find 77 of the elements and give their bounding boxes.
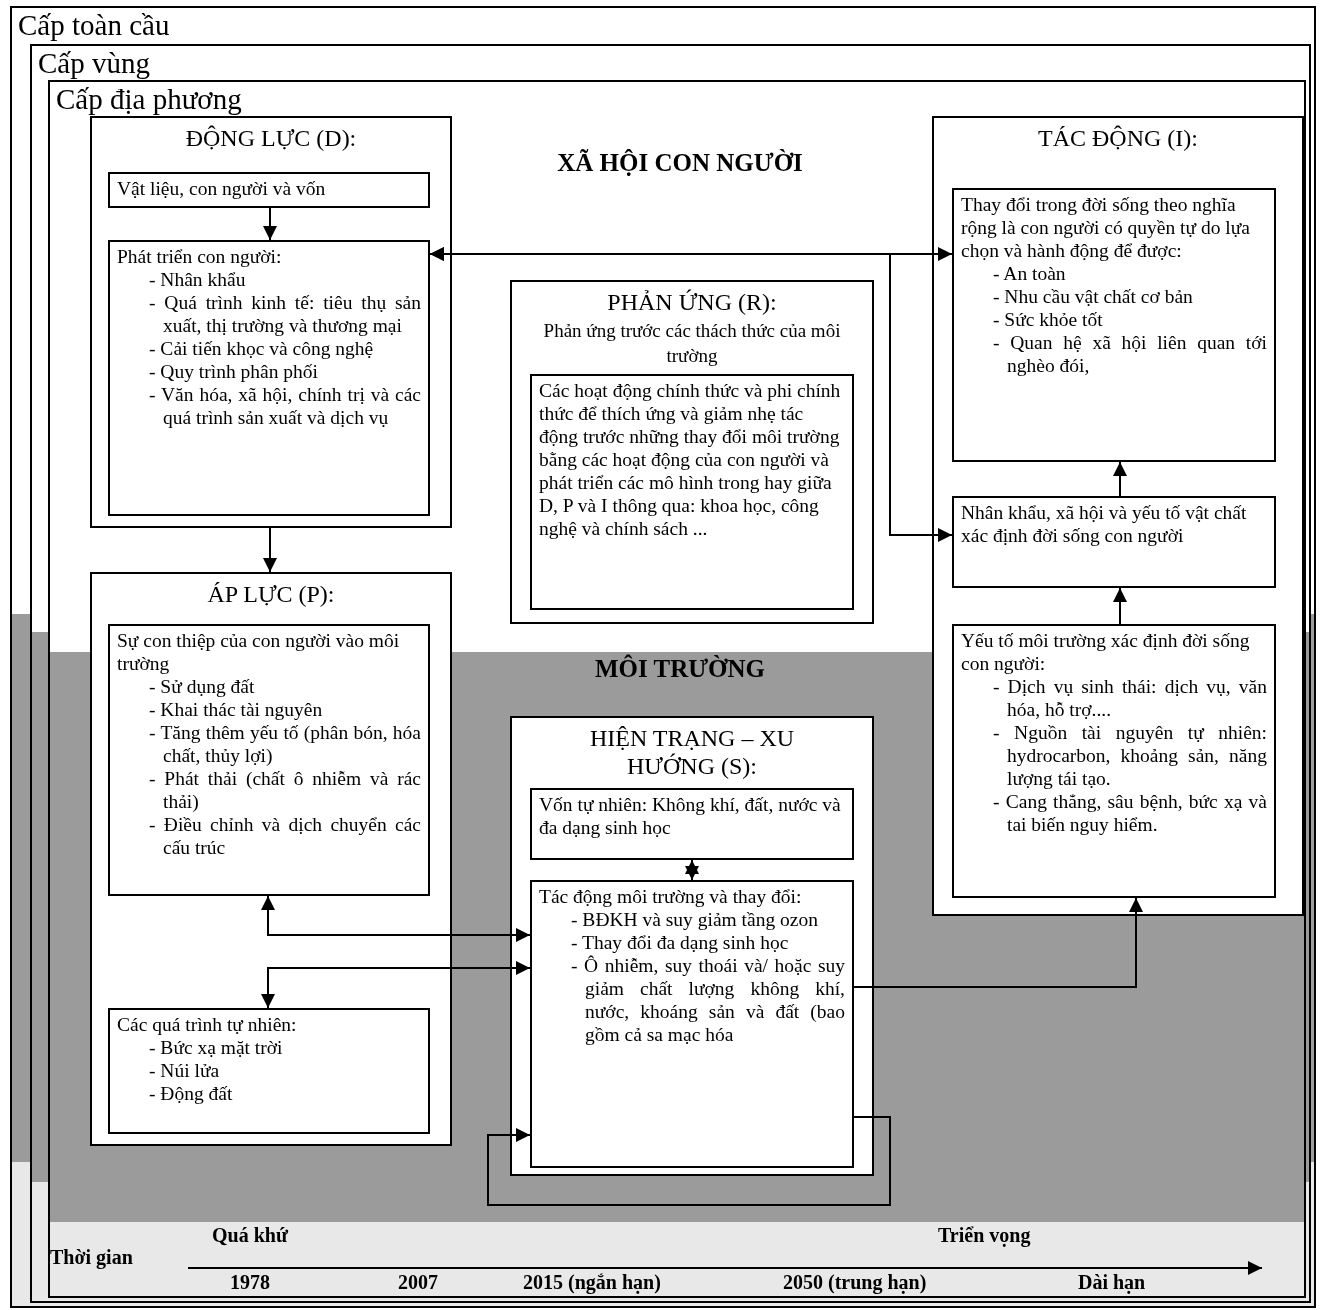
arrow	[261, 961, 531, 1009]
process-box	[952, 624, 1276, 898]
timeline-label: 2015 (ngắn hạn)	[523, 1270, 661, 1295]
group-box	[90, 116, 452, 528]
timeline-label: Quá khứ	[212, 1223, 288, 1248]
list-item: - Phát thải (chất ô nhiễm và rác thải)	[148, 767, 421, 813]
process-box	[108, 624, 430, 896]
box-text: Tác động môi trường và thay đổi:	[539, 885, 803, 908]
group-box	[510, 716, 874, 1176]
timeline-label: Dài hạn	[1078, 1270, 1146, 1295]
arrow	[487, 1116, 891, 1206]
list-item: - Tăng thêm yếu tố (phân bón, hóa chất, thủy lợi)	[148, 721, 421, 767]
box-text: Nhân khẩu, xã hội và yếu tố vật chất xác định đời sống con người	[961, 501, 1248, 547]
list-item: - Động đất	[148, 1082, 234, 1105]
list-item: - Nguồn tài nguyên tự nhiên: hydrocarbon, khoảng sản, năng lượng tái tạo.	[992, 721, 1267, 790]
panel-title: Cấp địa phương	[56, 82, 242, 116]
box-text: Phát triển con người:	[117, 245, 283, 268]
list-item: - Quan hệ xã hội liên quan tới nghèo đói,	[992, 331, 1267, 377]
process-box	[952, 496, 1276, 588]
box-title: ÁP LỰC (P):	[206, 580, 336, 608]
group-box	[932, 116, 1304, 916]
box-text: Yếu tố môi trường xác định đời sống con người:	[961, 629, 1251, 675]
list-item: - Bức xạ mặt trời	[148, 1036, 284, 1059]
process-box	[530, 880, 854, 1168]
list-item: - Quy trình phân phối	[148, 360, 319, 383]
timeline-label: Thời gian	[50, 1245, 133, 1270]
section-heading: XÃ HỘI CON NGƯỜI	[557, 150, 803, 176]
list-item: - Sử dụng đất	[148, 675, 256, 698]
process-box	[108, 1008, 430, 1134]
process-box	[952, 188, 1276, 462]
list-item: - Sức khỏe tốt	[992, 308, 1104, 331]
arrow	[263, 527, 277, 573]
list-item: - Nhu cầu vật chất cơ bản	[992, 285, 1194, 308]
box-title: TÁC ĐỘNG (I):	[1037, 124, 1199, 152]
box-text: Các hoạt động chính thức và phi chính thức để thích ứng và giảm nhẹ tác động trước những thay đổi môi trường bằng các hoạt động của con người và phát triển các mô hình trong hay giữa D, P và I thông qua: khoa học, công nghệ và chính sách ...	[539, 379, 842, 540]
arrow	[1113, 587, 1127, 625]
timeline-label: 1978	[230, 1270, 270, 1295]
list-item: - Điều chỉnh và dịch chuyển các cấu trúc	[148, 813, 421, 859]
process-box	[530, 788, 854, 860]
arrow	[261, 895, 531, 942]
panel-title: Cấp toàn cầu	[18, 8, 170, 42]
list-item: - Cang thẳng, sâu bệnh, bức xạ và tai biến nguy hiểm.	[992, 790, 1267, 836]
section-heading: MÔI TRƯỜNG	[594, 656, 766, 682]
box-text: Vật liệu, con người và vốn	[117, 177, 327, 200]
list-item: - Nhân khẩu	[148, 268, 247, 291]
timeline-label: Triển vọng	[938, 1223, 1031, 1248]
timeline-label: 2050 (trung hạn)	[783, 1270, 927, 1295]
box-title: HIỆN TRẠNG – XU HƯỚNG (S):	[588, 724, 796, 780]
process-box	[530, 374, 854, 610]
list-item: - Dịch vụ sinh thái: dịch vụ, văn hóa, hỗ trợ....	[992, 675, 1267, 721]
list-item: - Văn hóa, xã hội, chính trị và các quá trình sản xuất và dịch vụ	[148, 383, 421, 429]
list-item: - Ô nhiễm, suy thoái và/ hoặc suy giảm chất lượng không khí, nước, khoáng sản và đất (bao gồm cả sa mạc hóa	[570, 954, 845, 1046]
group-box	[510, 280, 874, 624]
box-text: Thay đổi trong đời sống theo nghĩa rộng là con người có quyền tự do lựa chọn và hành động để được:	[961, 193, 1251, 262]
list-item: - Thay đổi đa dạng sinh học	[570, 931, 790, 954]
timeline-label: 2007	[398, 1270, 438, 1295]
list-item: - Cải tiến khọc và công nghệ	[148, 337, 375, 360]
box-subtitle: Phản ứng trước các thách thức của môi trường	[542, 319, 842, 368]
box-title: ĐỘNG LỰC (D):	[184, 124, 358, 152]
arrow	[263, 207, 277, 241]
box-title: PHẢN ỨNG (R):	[606, 288, 778, 316]
box-text: Vốn tự nhiên: Không khí, đất, nước và đa dạng sinh học	[539, 793, 842, 839]
list-item: - An toàn	[992, 262, 1067, 285]
panel-title: Cấp vùng	[38, 46, 150, 80]
arrow	[1113, 461, 1127, 497]
list-item: - Khai thác tài nguyên	[148, 698, 324, 721]
list-item: - Núi lửa	[148, 1059, 221, 1082]
box-text: Các quá trình tự nhiên:	[117, 1013, 298, 1036]
arrow	[685, 859, 699, 881]
arrow	[853, 897, 1143, 988]
arrow	[429, 247, 953, 542]
group-box	[90, 572, 452, 1146]
list-item: - Quá trình kinh tế: tiêu thụ sản xuất, thị trường và thương mại	[148, 291, 421, 337]
box-text: Sự con thiệp của con người vào môi trường	[117, 629, 401, 675]
process-box	[108, 172, 430, 208]
process-box	[108, 240, 430, 516]
list-item: - BĐKH và suy giảm tầng ozon	[570, 908, 819, 931]
